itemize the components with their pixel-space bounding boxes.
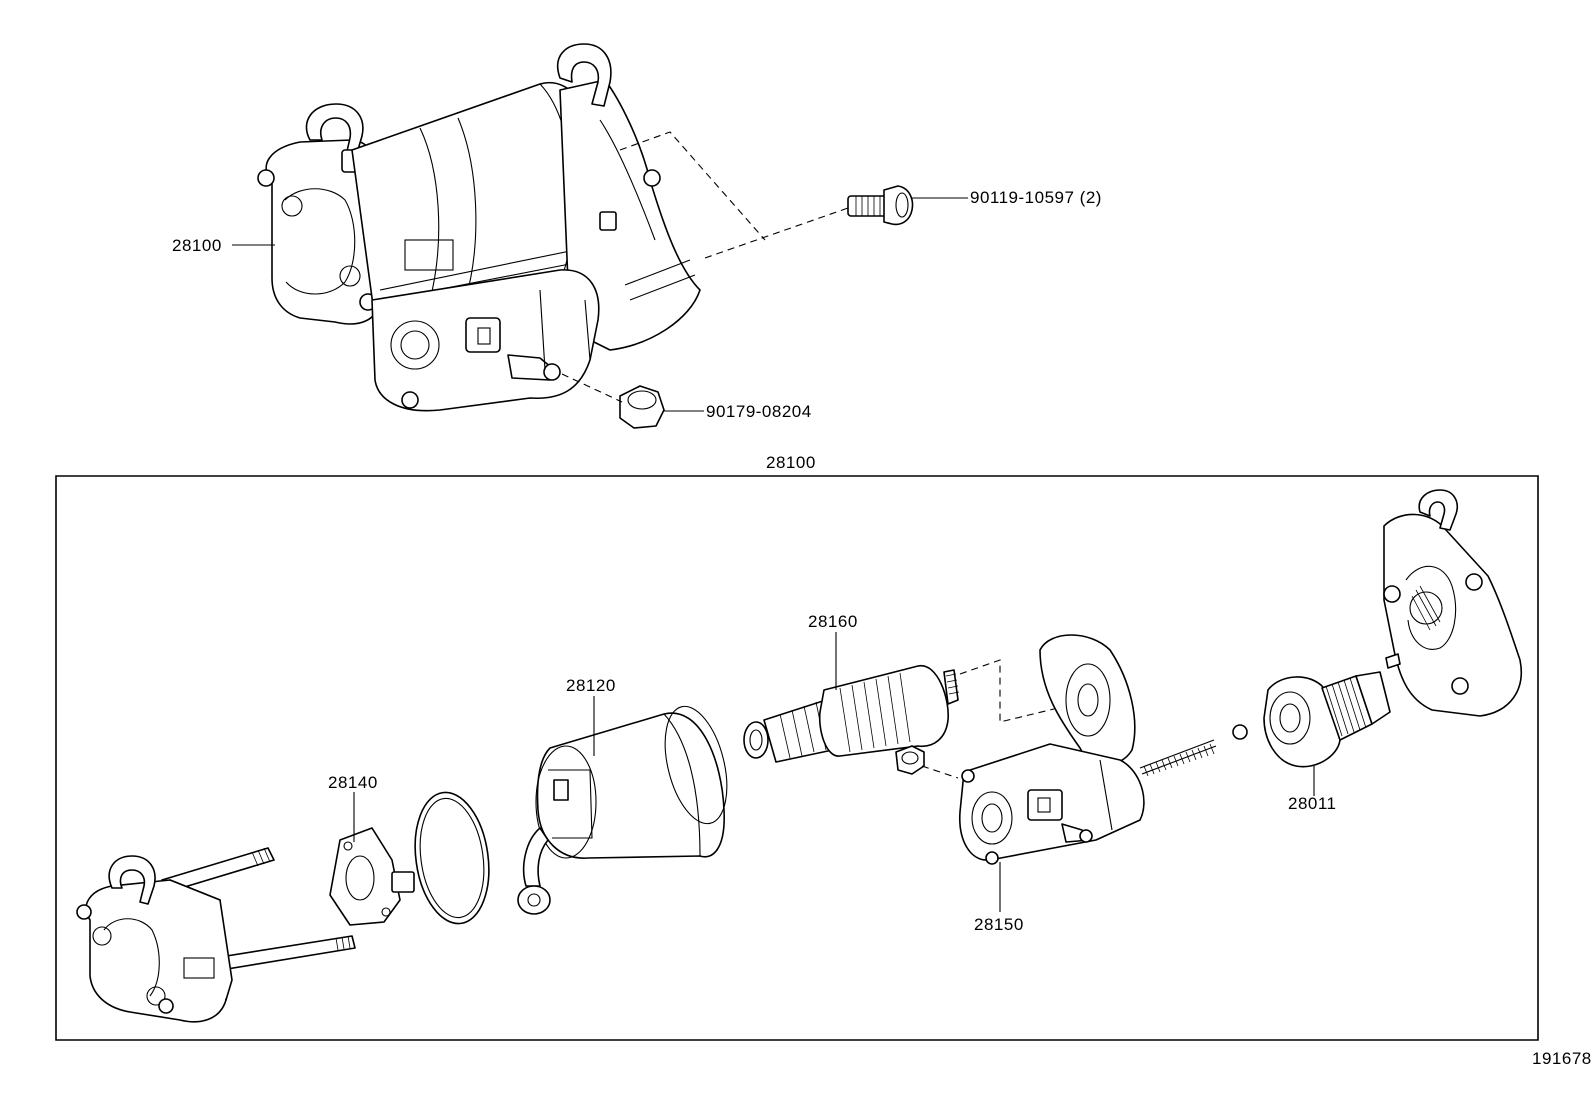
spring-drawing — [1139, 724, 1248, 777]
callout-28160: 28160 — [808, 612, 858, 631]
brush-holder-drawing — [329, 827, 415, 926]
callout-box-header: 28100 — [766, 453, 816, 472]
nut-drawing — [619, 385, 665, 429]
small-nut-drawing — [895, 745, 925, 775]
callout-28140: 28140 — [328, 773, 378, 792]
clutch-pinion-drawing — [1263, 671, 1391, 768]
exploded-view-frame — [55, 475, 1539, 1041]
magnetic-switch-drawing — [959, 634, 1145, 865]
callout-nut: 90179-08204 — [706, 402, 812, 421]
callout-bolt: 90119-10597 (2) — [970, 188, 1102, 207]
figure-number: 191678 — [1532, 1049, 1592, 1068]
callout-28120: 28120 — [566, 676, 616, 695]
starter-assembly-drawing — [257, 43, 914, 429]
armature-drawing — [743, 665, 960, 763]
o-ring-drawing — [414, 791, 490, 925]
callout-28100-top: 28100 — [172, 236, 222, 255]
callout-28011: 28011 — [1288, 794, 1337, 813]
rear-cover-drawing — [76, 847, 356, 1023]
drive-housing-drawing — [1383, 489, 1522, 717]
callout-28150: 28150 — [974, 915, 1024, 934]
yoke-drawing — [517, 705, 728, 915]
bolt-drawing — [847, 185, 914, 226]
